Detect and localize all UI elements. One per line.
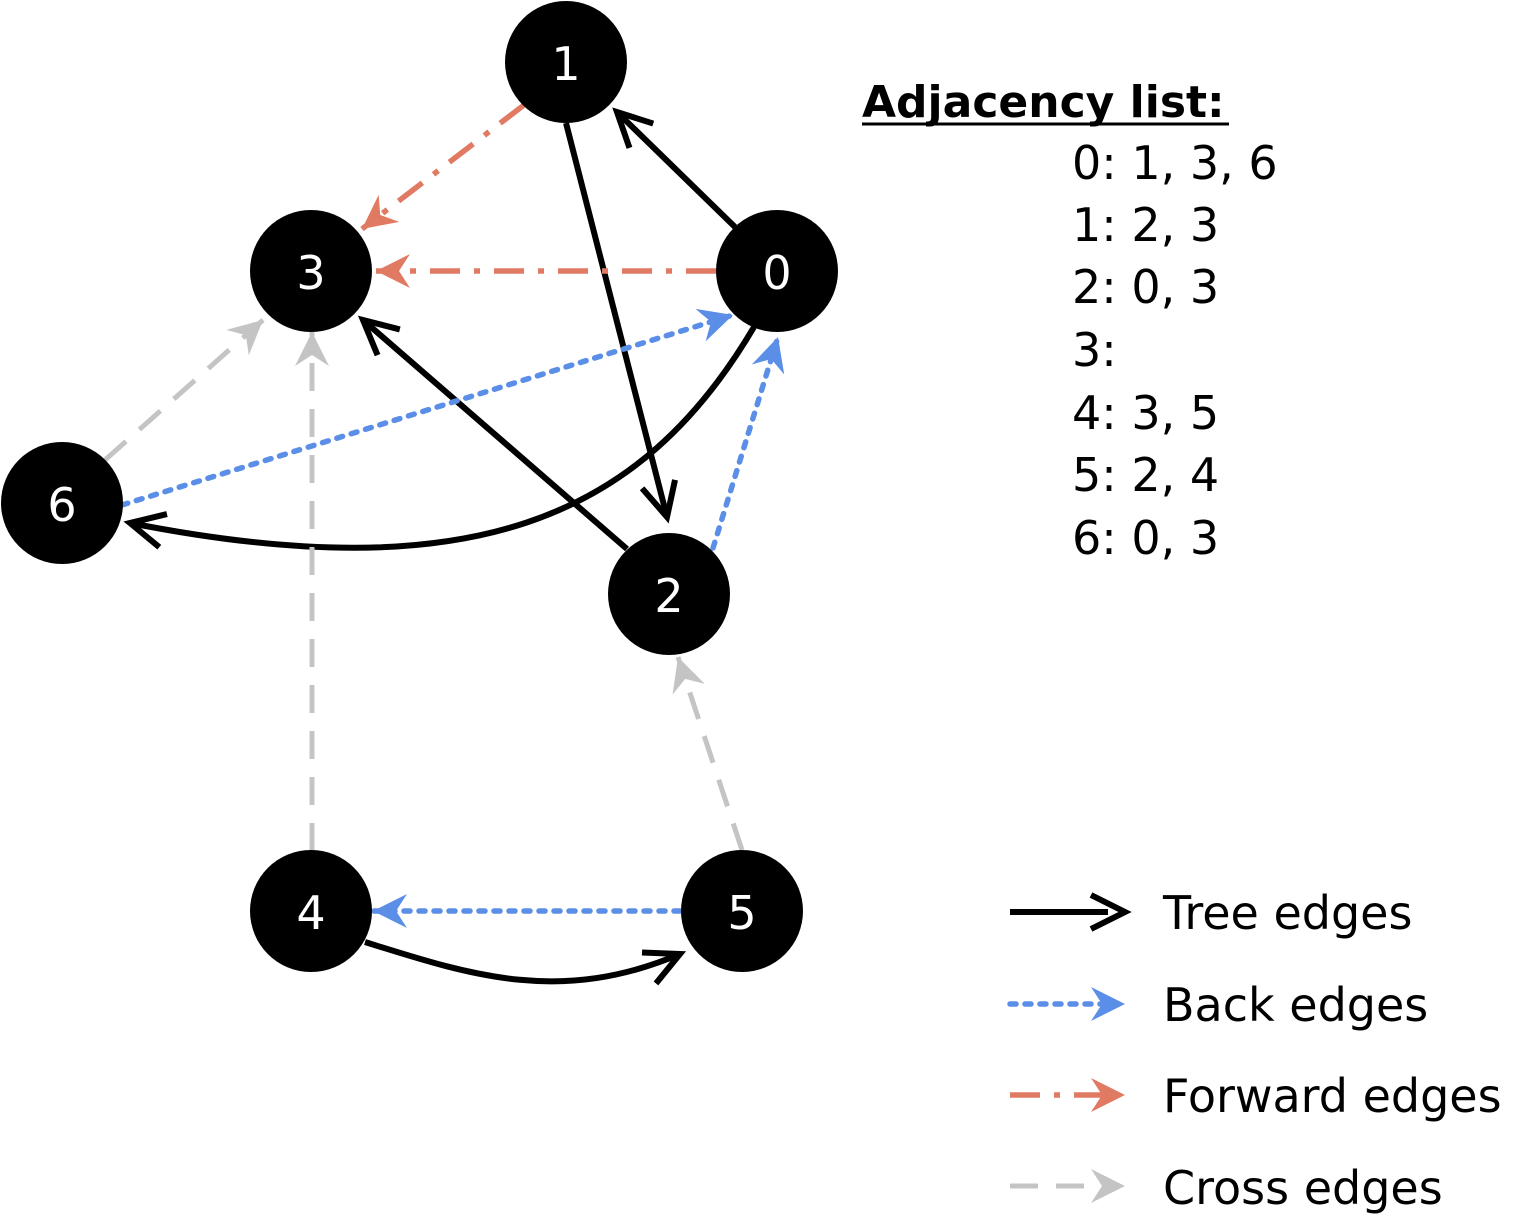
edge-cross-6-to-3 xyxy=(103,318,265,462)
edge-tree-0-to-1 xyxy=(612,107,738,230)
node-2[interactable]: 2 xyxy=(608,533,730,655)
legend-label-forward: Forward edges xyxy=(1163,1069,1502,1123)
edge-line xyxy=(675,656,745,851)
arrowhead-icon xyxy=(612,107,655,149)
edges-layer xyxy=(103,102,785,986)
legend-label-cross: Cross edges xyxy=(1163,1161,1443,1215)
adjacency-list: Adjacency list: 0: 1, 3, 6 1: 2, 3 2: 0,… xyxy=(862,77,1278,565)
node-4-label: 4 xyxy=(296,886,325,940)
arrowhead-icon xyxy=(376,254,410,288)
legend-swatch-cross xyxy=(1010,1169,1125,1203)
edge-tree-2-to-3 xyxy=(357,315,629,552)
adjacency-row-5: 5: 2, 4 xyxy=(1072,448,1219,502)
edge-tree-4-to-5 xyxy=(364,939,687,986)
edge-line xyxy=(129,325,757,551)
edge-line xyxy=(103,318,265,462)
node-3[interactable]: 3 xyxy=(250,210,372,332)
legend-item-tree: Tree edges xyxy=(1010,886,1412,940)
legend-item-forward: Forward edges xyxy=(1010,1069,1502,1123)
adjacency-row-0: 0: 1, 3, 6 xyxy=(1072,136,1278,190)
legend-swatch-tree xyxy=(1010,892,1132,932)
edge-line xyxy=(119,312,736,508)
adjacency-row-3: 3: xyxy=(1072,323,1117,377)
legend-arrowhead-icon xyxy=(1091,1169,1125,1203)
node-0-label: 0 xyxy=(762,246,791,300)
legend-label-tree: Tree edges xyxy=(1162,886,1412,940)
legend-swatch-back xyxy=(1007,987,1125,1021)
nodes-layer: 0 1 2 3 4 5 6 xyxy=(1,1,838,972)
edge-back-6-to-0 xyxy=(119,308,736,508)
edge-line xyxy=(364,939,682,985)
edge-line xyxy=(563,122,670,518)
node-5-label: 5 xyxy=(727,886,756,940)
legend-arrowhead-icon xyxy=(1089,892,1132,932)
node-0[interactable]: 0 xyxy=(716,210,838,332)
arrowhead-icon xyxy=(641,949,687,986)
adjacency-row-2: 2: 0, 3 xyxy=(1072,260,1219,314)
edge-line xyxy=(614,109,738,230)
edge-back-2-to-0 xyxy=(710,334,785,551)
adjacency-row-4: 4: 3, 5 xyxy=(1072,386,1219,440)
node-1[interactable]: 1 xyxy=(505,1,627,123)
node-4[interactable]: 4 xyxy=(250,850,372,972)
adjacency-row-1: 1: 2, 3 xyxy=(1072,198,1219,252)
node-2-label: 2 xyxy=(654,569,683,623)
edge-back-5-to-4 xyxy=(370,894,683,928)
arrowhead-icon xyxy=(226,320,263,356)
legend-item-back: Back edges xyxy=(1007,978,1428,1032)
arrowhead-icon xyxy=(123,511,168,550)
edge-forward-0-to-3 xyxy=(376,254,716,288)
legend-arrowhead-icon xyxy=(1091,987,1125,1021)
node-3-label: 3 xyxy=(296,246,325,300)
arrowhead-icon xyxy=(695,308,733,342)
arrowhead-icon xyxy=(672,657,705,695)
legend-item-cross: Cross edges xyxy=(1010,1161,1443,1215)
legend-swatch-forward xyxy=(1010,1078,1125,1112)
arrowhead-icon xyxy=(751,337,785,375)
legend-label-back: Back edges xyxy=(1163,978,1428,1032)
node-1-label: 1 xyxy=(551,37,580,91)
arrowhead-icon xyxy=(357,315,401,357)
arrowhead-icon xyxy=(639,479,678,524)
edge-line xyxy=(710,334,781,551)
edge-forward-1-to-3 xyxy=(360,102,526,232)
adjacency-title: Adjacency list: xyxy=(862,77,1225,128)
adjacency-row-6: 6: 0, 3 xyxy=(1072,511,1219,565)
edge-cross-5-to-2 xyxy=(672,656,745,851)
node-5[interactable]: 5 xyxy=(681,850,803,972)
edge-line xyxy=(361,317,629,552)
legend-arrowhead-icon xyxy=(1091,1078,1125,1112)
node-6[interactable]: 6 xyxy=(1,442,123,564)
edge-line xyxy=(360,102,526,232)
node-6-label: 6 xyxy=(47,478,76,532)
arrowhead-icon xyxy=(362,194,400,229)
edge-tree-0-to-6 xyxy=(123,325,757,551)
edge-cross-4-to-3 xyxy=(295,332,329,851)
arrowhead-icon xyxy=(295,332,329,366)
arrowhead-icon xyxy=(373,894,407,928)
legend: Tree edges Back edges Forward edges Cros… xyxy=(1007,886,1502,1215)
edge-tree-1-to-2 xyxy=(563,122,678,524)
